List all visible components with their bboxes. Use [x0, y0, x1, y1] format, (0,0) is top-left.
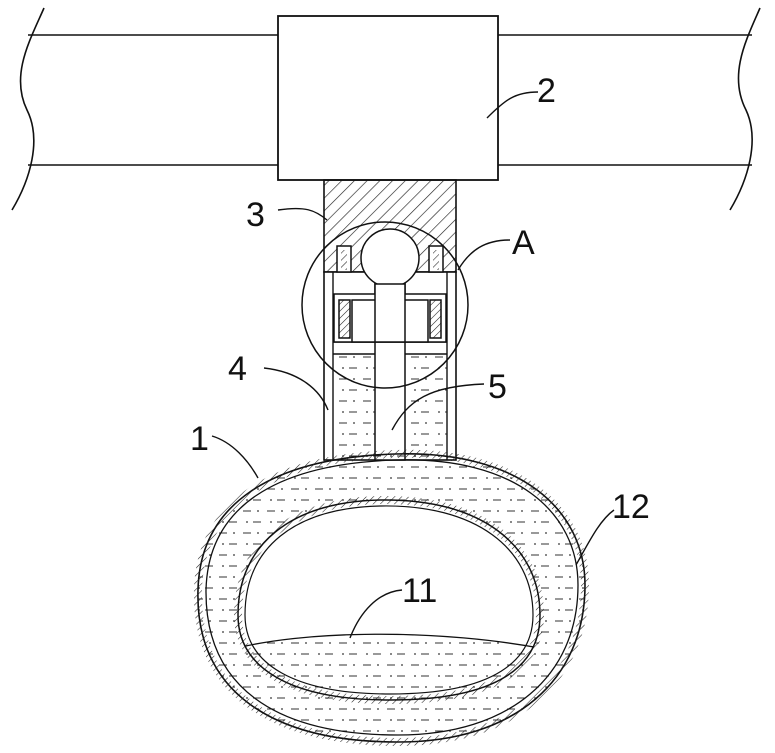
label-4: 4 [228, 350, 247, 388]
label-12: 12 [612, 488, 650, 526]
label-5: 5 [488, 368, 507, 406]
label-2: 2 [537, 72, 556, 110]
mounting-block [278, 16, 498, 180]
label-3: 3 [246, 196, 265, 234]
label-11: 11 [402, 572, 437, 610]
label-1: 1 [190, 420, 209, 458]
label-a: A [512, 224, 535, 262]
